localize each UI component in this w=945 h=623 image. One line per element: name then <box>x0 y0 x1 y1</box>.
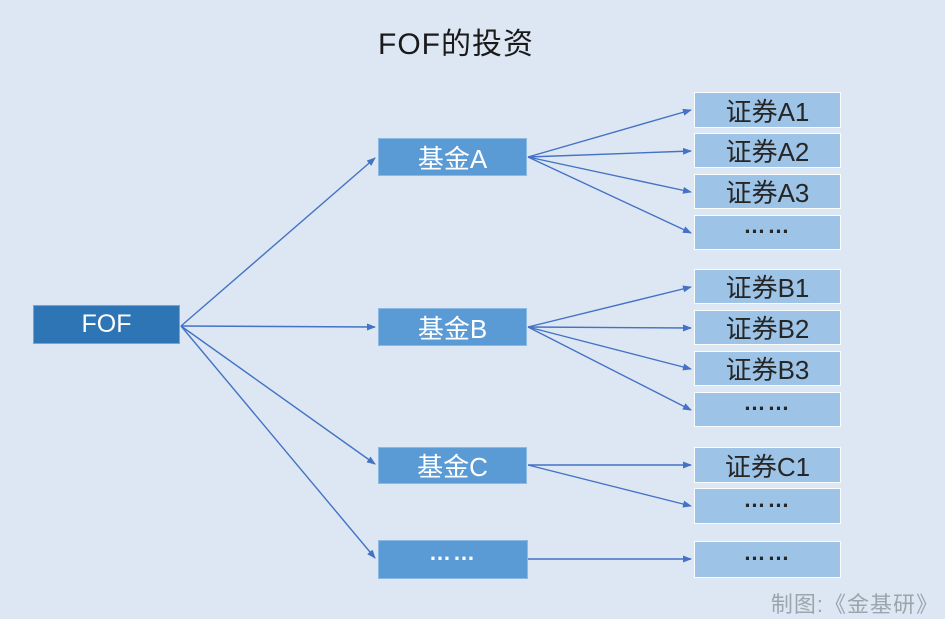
bottom-white-strip <box>0 619 945 623</box>
node-security-c1-label: 证券C1 <box>724 451 811 482</box>
node-fund-b: 基金B <box>378 308 527 346</box>
node-security-a1: 证券A1 <box>694 92 841 128</box>
node-security-b-more: …… <box>694 390 841 427</box>
node-security-c-more-label: …… <box>743 486 792 512</box>
node-security-a2: 证券A2 <box>694 133 841 168</box>
node-fof: FOF <box>33 305 180 344</box>
credit-text: 制图:《金基研》 <box>770 592 939 617</box>
node-security-b-more-label: …… <box>743 390 792 416</box>
node-security-a3: 证券A3 <box>694 174 841 209</box>
node-security-b3: 证券B3 <box>694 351 841 386</box>
node-security-c-more: …… <box>694 486 841 524</box>
node-fund-a: 基金A <box>378 138 527 176</box>
node-security-a-more: …… <box>694 213 841 250</box>
node-security-b3-label: 证券B3 <box>725 355 810 385</box>
node-security-a-more-label: …… <box>743 213 792 239</box>
node-security-b2-label: 证券B2 <box>725 314 810 344</box>
node-security-b2: 证券B2 <box>694 310 841 345</box>
node-fund-c: 基金C <box>378 447 527 484</box>
node-fund-a-label: 基金A <box>417 143 488 174</box>
node-fund-b-label: 基金B <box>417 313 488 344</box>
node-security-more: …… <box>694 540 841 578</box>
node-security-a2-label: 证券A2 <box>725 137 810 167</box>
node-security-a1-label: 证券A1 <box>725 96 810 127</box>
node-fund-more: …… <box>378 540 528 579</box>
node-security-more-label: …… <box>743 540 792 566</box>
node-security-c1: 证券C1 <box>694 447 841 483</box>
node-security-a3-label: 证券A3 <box>725 178 810 208</box>
node-fund-more-label: …… <box>429 540 477 566</box>
node-fund-c-label: 基金C <box>417 452 488 482</box>
node-security-b1: 证券B1 <box>694 269 841 304</box>
node-security-b1-label: 证券B1 <box>725 273 810 303</box>
node-fof-label: FOF <box>81 310 132 338</box>
diagram-title: FOF的投资 <box>378 28 534 61</box>
